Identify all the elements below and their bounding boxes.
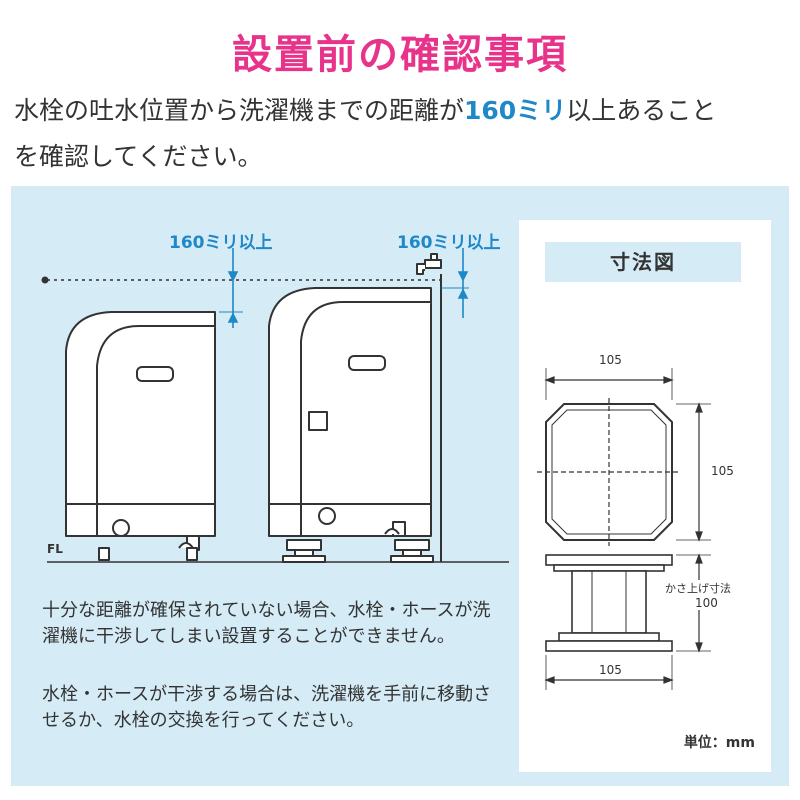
reference-point bbox=[41, 276, 49, 284]
stand-side-view bbox=[545, 554, 673, 652]
washing-machine-right bbox=[268, 287, 434, 563]
note-paragraph-2: 水栓・ホースが干渉する場合は、洗濯機を手前に移動させるか、水栓の交換を行ってくだ… bbox=[42, 684, 492, 731]
dimension-drawing bbox=[537, 368, 711, 690]
intro-text: 水栓の吐水位置から洗濯機までの距離が160ミリ以上あること を確認してください。 bbox=[14, 88, 794, 180]
info-panel: 160ミリ以上 160ミリ以上 FL 十分な距離が確保されていない場合、水栓・ホ… bbox=[11, 186, 789, 786]
measure-arrow-left bbox=[219, 248, 243, 328]
measure-arrow-right bbox=[441, 248, 469, 318]
unit-label: 単位：mm bbox=[683, 735, 755, 751]
top-width-value: 105 bbox=[597, 353, 624, 367]
washing-machine-illustration bbox=[41, 248, 509, 563]
washing-machine-left bbox=[65, 311, 216, 561]
distance-highlight: 160ミリ bbox=[464, 96, 567, 125]
stand-top-view-inner bbox=[551, 409, 667, 535]
note-paragraph-1: 十分な距離が確保されていない場合、水栓・ホースが洗濯機に干渉してしまい設置するこ… bbox=[42, 600, 491, 647]
intro-line-2: を確認してください。 bbox=[14, 142, 263, 171]
left-distance-label: 160ミリ以上 bbox=[169, 233, 273, 253]
right-distance-label: 160ミリ以上 bbox=[397, 233, 501, 253]
dimension-title: 寸法図 bbox=[545, 242, 741, 282]
raise-height-value: 100 bbox=[693, 596, 720, 610]
intro-line-1: 水栓の吐水位置から洗濯機までの距離が160ミリ以上あること bbox=[14, 96, 717, 125]
floor-level-label: FL bbox=[47, 542, 63, 556]
base-width-value: 105 bbox=[597, 663, 624, 677]
depth-value: 105 bbox=[709, 464, 736, 478]
water-faucet bbox=[416, 253, 442, 562]
dimension-panel: 寸法図 bbox=[519, 220, 771, 772]
raise-height-label: かさ上げ寸法 bbox=[665, 580, 731, 596]
page-title: 設置前の確認事項 bbox=[232, 32, 568, 78]
